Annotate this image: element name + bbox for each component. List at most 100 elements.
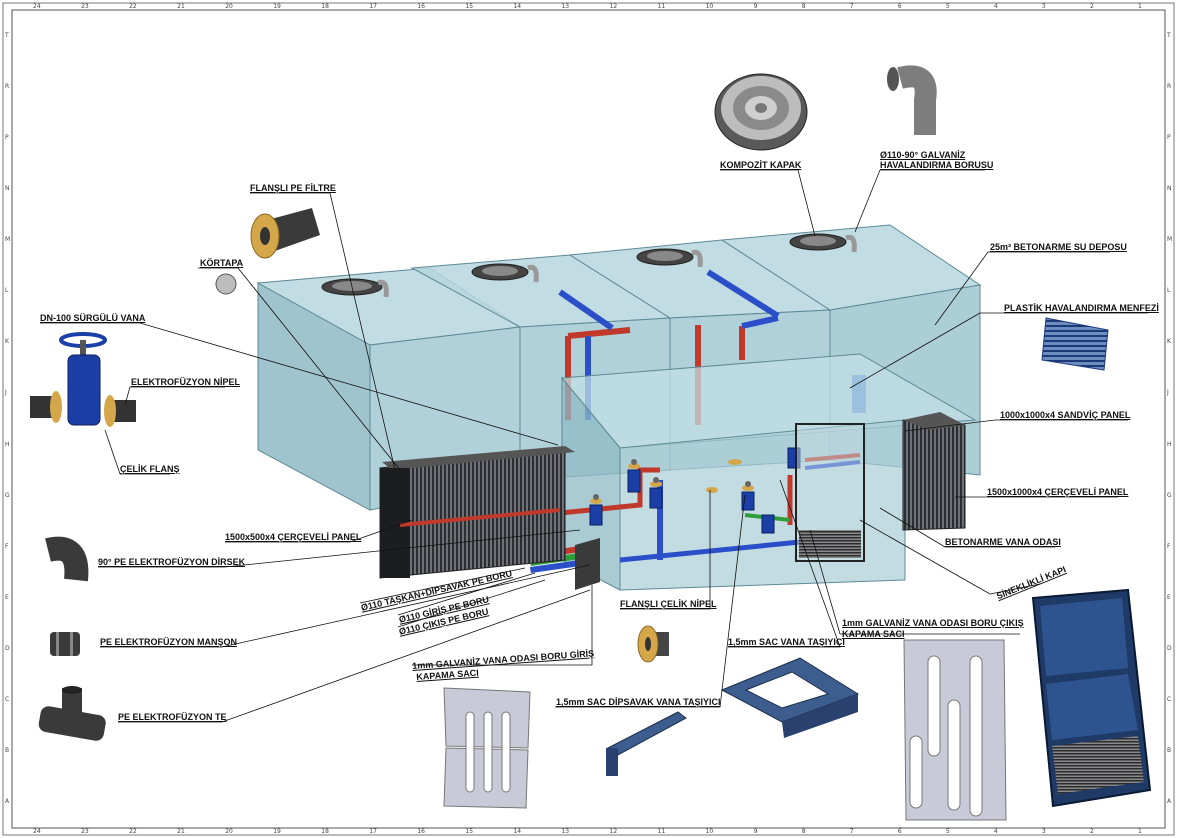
label-dn100-vana: DN-100 SÜRGÜLÜ VANA [40,313,146,323]
frame-tick-top: 16 [417,3,425,10]
frame-tick-side: M [1167,236,1173,244]
pe-coupling [50,632,80,656]
frame-tick-bottom: 5 [945,828,950,835]
frame-tick-side: T [5,31,9,39]
frame-tick-side: K [1167,338,1171,346]
frame-tick-side: T [1167,31,1171,39]
plastic-vent [1041,317,1109,371]
flanged-steel-nipple [637,625,669,663]
flanged-pe-filter [250,208,320,259]
composite-cover [714,73,808,151]
label-galvaniz-boru-1: Ø110-90° GALVANİZ [880,150,966,160]
label-komposit-kapak: KOMPOZİT KAPAK [720,160,802,170]
label-betonarme-su-deposu: 25m³ BETONARME SU DEPOSU [990,242,1127,252]
frame-tick-bottom: 13 [561,828,570,835]
frame-tick-top: 1 [1137,3,1142,10]
frame-tick-side: H [5,440,10,448]
frame-tick-bottom: 1 [1137,828,1142,835]
frame-tick-bottom: 16 [417,828,425,835]
label-cikis-kapama-1: 1mm GALVANİZ VANA ODASI BORU ÇIKIŞ [842,618,1024,628]
frame-tick-top: 8 [801,3,806,10]
frame-tick-top: 6 [897,3,902,10]
frame-tick-top: 23 [81,3,89,10]
pe-tee [38,686,106,741]
label-galvaniz-boru-2: HAVALANDIRMA BORUSU [880,160,994,170]
galvanized-vent-pipe [887,65,937,135]
label-flansli-celik-nipel: FLANŞLI ÇELİK NİPEL [620,599,717,609]
frame-tick-bottom: 6 [897,828,902,835]
label-cerceveli-panel-1500: 1500x1000x4 ÇERÇEVELİ PANEL [987,487,1129,497]
frame-tick-side: D [5,645,10,653]
pe-elbow [45,536,89,582]
label-plastik-menfez: PLASTİK HAVALANDIRMA MENFEZİ [1004,303,1159,313]
frame-tick-top: 13 [561,3,570,10]
inlet-cover-sheet [443,687,531,809]
frame-tick-bottom: 14 [513,828,522,835]
frame-tick-bottom: 9 [753,828,758,835]
frame-tick-side: G [1167,491,1172,499]
frame-tick-top: 11 [657,3,666,10]
frame-tick-bottom: 2 [1089,828,1094,835]
frame-tick-bottom: 24 [33,828,41,835]
frame-tick-side: F [1167,542,1171,550]
frame-tick-side: M [5,236,11,244]
frame-tick-side: G [5,491,10,499]
label-kortapa: KÖRTAPA [200,258,244,268]
dn100-gate-valve [30,332,136,427]
frame-tick-top: 21 [177,3,185,10]
frame-tick-side: L [5,287,9,295]
valve-room [439,353,977,591]
panel-1000x1000 [902,412,966,531]
frame-tick-bottom: 20 [225,828,233,835]
frame-tick-top: 18 [321,3,329,10]
frame-tick-side: C [5,696,10,704]
frame-tick-top: 15 [465,3,474,10]
label-pe-te: PE ELEKTROFÜZYON TE [118,712,227,722]
frame-tick-bottom: 4 [993,828,998,835]
frame-tick-side: B [5,747,10,755]
leader-lines [40,169,1148,723]
label-cerceveli-panel-1500x500: 1500x500x4 ÇERÇEVELİ PANEL [225,532,362,542]
frame-tick-top: 24 [33,3,41,10]
label-dipsavak-tasiyici: 1,5mm SAC DİPSAVAK VANA TAŞIYICI [556,697,721,707]
frame-tick-side: P [5,133,9,141]
label-cikis-kapama-2: KAPAMA SACI [842,629,905,639]
frame-tick-bottom: 19 [273,828,281,835]
frame-tick-side: R [1167,82,1172,90]
panel-1500x500 [379,446,575,579]
frame-tick-side: L [1167,287,1171,295]
frame-tick-bottom: 3 [1041,828,1046,835]
frame-tick-side: N [1167,184,1172,192]
fly-screen-door [1031,588,1152,808]
frame-tick-bottom: 10 [705,828,714,835]
label-pe-manson: PE ELEKTROFÜZYON MANŞON [100,637,238,647]
label-sandvic-panel: 1000x1000x4 SANDVİÇ PANEL [1000,410,1131,420]
frame-tick-bottom: 11 [657,828,666,835]
frame-tick-bottom: 22 [129,828,137,835]
label-elektrofuzyon-nipel: ELEKTROFÜZYON NİPEL [131,377,241,387]
frame-tick-top: 20 [225,3,233,10]
frame-tick-bottom: 12 [609,828,618,835]
label-vana-tasiyici: 1,5mm SAC VANA TAŞIYICI [728,637,845,647]
frame-tick-top: 12 [609,3,618,10]
label-flansli-pe-filtre: FLANŞLI PE FİLTRE [250,183,336,193]
frame-tick-side: F [5,542,9,550]
frame-tick-top: 17 [369,3,377,10]
outlet-cover-sheet [903,639,1007,821]
frame-tick-top: 22 [129,3,137,10]
frame-tick-side: C [1167,696,1172,704]
frame-tick-side: N [5,184,10,192]
frame-tick-side: P [1167,133,1171,141]
frame-tick-side: A [5,798,10,806]
blind-plug [215,273,237,295]
frame-tick-side: R [5,82,10,90]
frame-tick-bottom: 21 [177,828,185,835]
frame-tick-top: 2 [1089,3,1094,10]
frame-tick-side: J [1167,389,1169,397]
frame-tick-top: 10 [705,3,714,10]
frame-tick-bottom: 8 [801,828,806,835]
frame-tick-bottom: 7 [849,828,854,835]
valve-carrier [720,657,860,738]
frame-tick-top: 3 [1041,3,1046,10]
